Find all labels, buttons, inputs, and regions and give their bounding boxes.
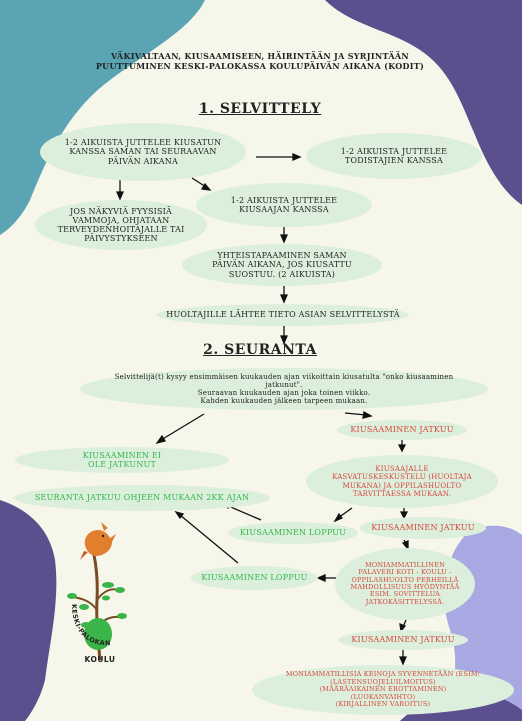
school-logo-tree: [67, 522, 127, 661]
keinot-line-5: (KIRJALLINEN VAROITUS): [335, 700, 431, 709]
node-kiusaaminen-loppuu-1: KIUSAAMINEN LOPPUU: [228, 522, 358, 544]
seuranta-text-line-3: Kahden kuukauden jälkeen tarpeen mukaan.: [200, 397, 368, 406]
node-keinot-syvennetaan: MONIAMMATILLISIA KEINOJA SYVENNETÄÄN (ES…: [252, 665, 514, 715]
node-tieto-huoltajille: HUOLTAJILLE LÄHTEE TIETO ASIAN SELVITTEL…: [157, 304, 409, 326]
node-kiusaaminen-jatkuu-1: KIUSAAMINEN JATKUU: [337, 420, 467, 440]
teal-blob-top-left: [0, 0, 205, 235]
purple-blob-bottom-left: [0, 500, 57, 721]
node-seuranta-jatkuu: SEURANTA JATKUU OHJEEN MUKAAN 2KK AJAN: [14, 485, 270, 511]
node-juttelee-kiusaajan: 1-2 AIKUISTA JUTTELEE KIUSAAJAN KANSSA: [196, 183, 372, 227]
node-seurantakysely: Selvittelijä(t) kysyy ensimmäisen kuukau…: [80, 368, 488, 410]
node-kiusaaminen-jatkuu-3: KIUSAAMINEN JATKUU: [338, 630, 468, 650]
node-ei-jatkunut: KIUSAAMINEN EI OLE JATKUNUT: [15, 447, 229, 473]
keinot-line-2: (LASTENSUOJELUILMOITUS): [330, 677, 436, 686]
node-kiusaaminen-jatkuu-2: KIUSAAMINEN JATKUU: [360, 517, 486, 539]
purple-blob-top-right: [325, 0, 522, 205]
logo-koulu-label: KOULU: [84, 655, 116, 664]
section-heading-selvittely: 1. SELVITTELY: [198, 101, 322, 117]
node-juttelee-kiusatun: 1-2 AIKUISTA JUTTELEE KIUSATUN KANSSA SA…: [40, 123, 246, 181]
logo-curved-text: KESKI-PALOKAN: [70, 604, 111, 647]
logo-curved-label: KESKI-PALOKAN: [70, 604, 111, 647]
flow-arrows: [116, 153, 409, 666]
page-title-line-1: VÄKIVALTAAN, KIUSAAMISEEN, HÄIRINTÄÄN JA…: [111, 51, 409, 61]
section-heading-seuranta: 2. SEURANTA: [203, 342, 317, 358]
node-kasvatuskeskustelu: KIUSAAJALLE KASVATUSKESKUSTELU (HUOLTAJA…: [306, 455, 498, 508]
keinot-line-1: MONIAMMATILLISIA KEINOJA SYVENNETÄÄN (ES…: [285, 670, 481, 679]
seuranta-text-line-1: Selvittelijä(t) kysyy ensimmäisen kuukau…: [114, 372, 454, 389]
page-title-line-2: PUUTTUMINEN KESKI-PALOKASSA KOULUPÄIVÄN …: [95, 60, 425, 71]
keinot-line-4: (LUOKANVAIHTO): [350, 692, 416, 701]
page-title: VÄKIVALTAAN, KIUSAAMISEEN, HÄIRINTÄÄN JA…: [60, 51, 460, 71]
node-fyysiset-vammat: JOS NÄKYVIÄ FYYSISIÄ VAMMOJA, OHJATAAN T…: [35, 200, 207, 250]
seuranta-text-line-2: Seuraavan kuukauden ajan joka toinen vii…: [197, 389, 371, 397]
svg-text:KESKI-PALOKAN: KESKI-PALOKAN: [70, 604, 111, 647]
node-juttelee-todistajien: 1-2 AIKUISTA JUTTELEE TODISTAJIEN KANSSA: [306, 133, 482, 179]
node-kiusaaminen-loppuu-2: KIUSAAMINEN LOPPUU: [191, 566, 318, 590]
node-moniammatillinen-palaveri: MONIAMMATILLINEN PALAVERI KOTI - KOULU -…: [335, 548, 475, 620]
keinot-line-3: (MÄÄRÄAIKAINEN EROTTAMINEN): [319, 685, 447, 694]
node-yhteistapaaminen: YHTEISTAPAAMINEN SAMAN PÄIVÄN AIKANA, JO…: [182, 244, 382, 286]
